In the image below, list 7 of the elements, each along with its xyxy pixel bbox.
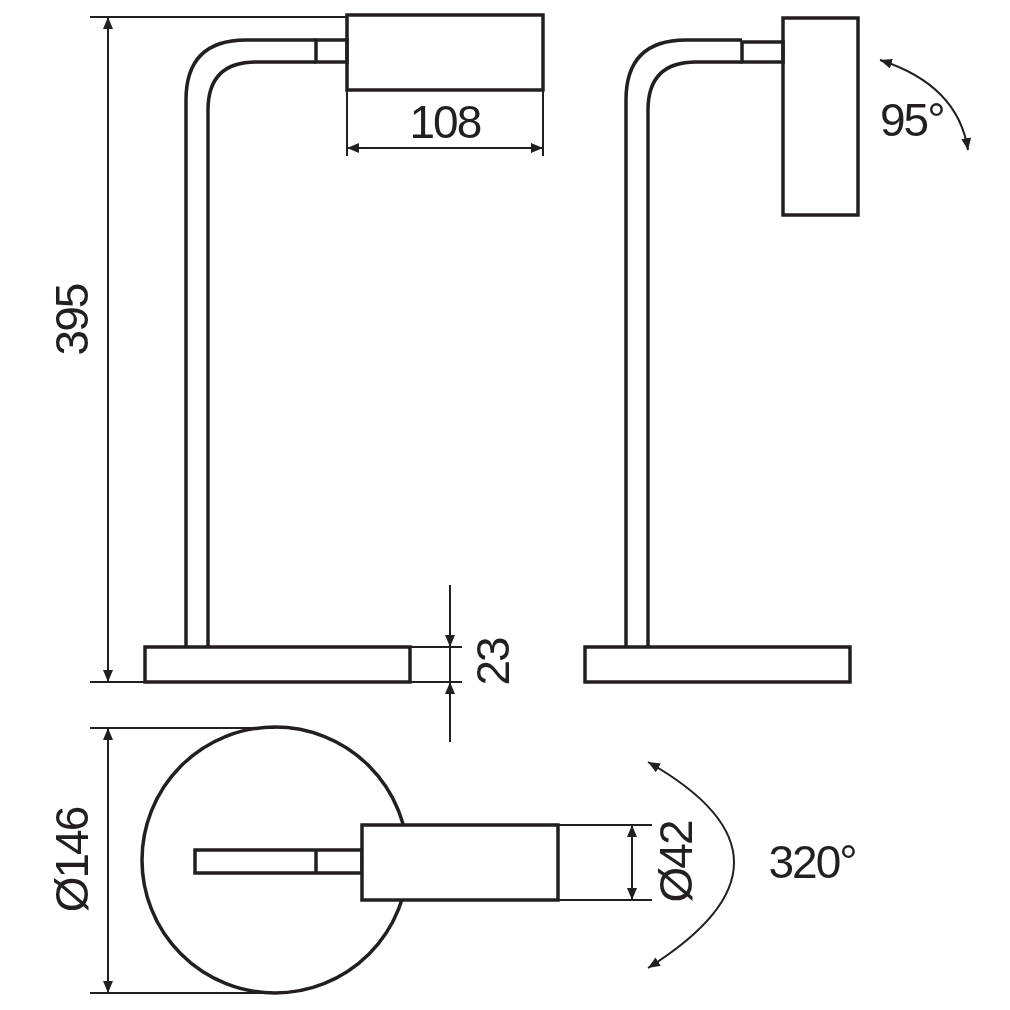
dimension-label: Ø42: [653, 821, 699, 903]
dimension-label: 108: [409, 99, 481, 145]
dimension-label: 23: [469, 638, 516, 686]
dimension-label: Ø146: [48, 807, 95, 913]
dimension-label: 320°: [768, 839, 856, 885]
dimension-label: 95°: [880, 97, 944, 143]
dimension-label: 395: [48, 284, 95, 356]
